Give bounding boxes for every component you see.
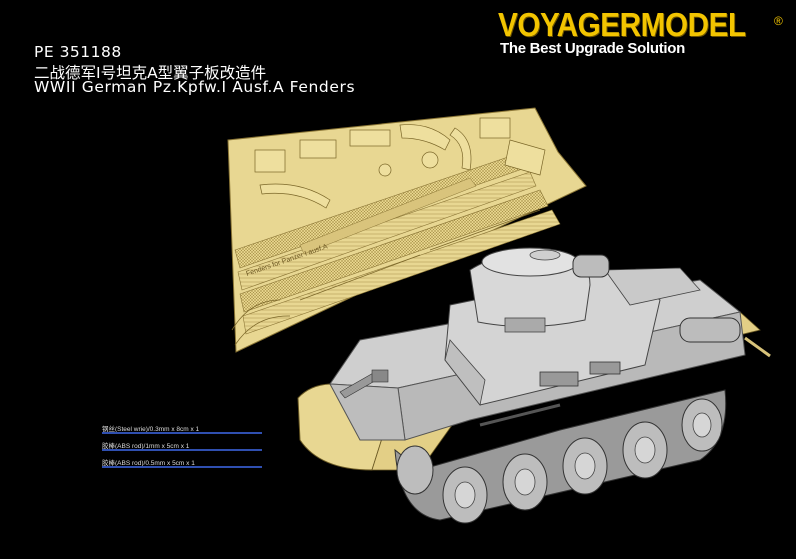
brand-slogan: The Best Upgrade Solution bbox=[500, 40, 686, 57]
tow-cable bbox=[479, 403, 561, 427]
fret-part bbox=[349, 129, 391, 147]
drive-sprocket bbox=[396, 445, 434, 495]
brand-logo: VOYAGERMODEL ® The Best Upgrade Solution bbox=[498, 6, 790, 62]
muffler bbox=[572, 254, 610, 278]
spec-bar bbox=[102, 466, 262, 468]
rear-bracket bbox=[744, 336, 771, 358]
spec-bar bbox=[102, 432, 262, 434]
spec-text: 胶棒(ABS rod)/1mm x 5cm x 1 bbox=[102, 443, 190, 450]
fret-part bbox=[378, 163, 392, 177]
wheel-hub bbox=[634, 436, 656, 464]
fret-fender-strip bbox=[242, 209, 561, 335]
fret-fender-strip bbox=[299, 177, 477, 255]
fret-part bbox=[421, 151, 439, 169]
wheel-hub bbox=[514, 468, 536, 496]
fret-part bbox=[234, 315, 291, 346]
fret-part bbox=[231, 299, 281, 331]
spec-item: 钢丝(Steel wrie)/0.3mm x 8cm x 1 bbox=[102, 423, 262, 434]
tank-model bbox=[297, 247, 771, 524]
fret-part bbox=[449, 127, 472, 171]
product-title-cn: 二战德军I号坦克A型翼子板改造件 bbox=[34, 64, 267, 82]
product-code: PE 351188 bbox=[34, 43, 122, 61]
wheel-hub bbox=[692, 412, 712, 438]
registered-mark: ® bbox=[774, 14, 783, 28]
fret-part bbox=[399, 124, 451, 151]
fret-part bbox=[299, 139, 337, 159]
spec-text: 钢丝(Steel wrie)/0.3mm x 8cm x 1 bbox=[102, 426, 200, 433]
superstructure-side bbox=[444, 339, 486, 406]
fret-fender-strip bbox=[237, 171, 537, 291]
fret-part bbox=[254, 149, 286, 173]
photo-etch-fret: Fenders for Panzer I ausf.A bbox=[227, 107, 587, 353]
wheel-hub bbox=[454, 481, 476, 509]
spec-bar bbox=[102, 449, 262, 451]
fret-part bbox=[479, 117, 511, 139]
spec-item: 胶棒(ABS rod)/0.5mm x 5cm x 1 bbox=[102, 457, 262, 468]
hatch bbox=[529, 249, 561, 261]
muffler bbox=[679, 317, 741, 343]
mantlet bbox=[504, 317, 546, 333]
spec-text: 胶棒(ABS rod)/0.5mm x 5cm x 1 bbox=[102, 460, 195, 467]
vision-port bbox=[589, 361, 621, 375]
brand-name: VOYAGERMODEL bbox=[498, 6, 746, 43]
vision-port bbox=[539, 371, 579, 387]
fret-fender-strip bbox=[239, 189, 549, 313]
product-title-en: WWII German Pz.Kpfw.I Ausf.A Fenders bbox=[34, 78, 356, 96]
headlight bbox=[371, 369, 389, 383]
fret-part bbox=[504, 139, 546, 176]
turret-roof bbox=[481, 247, 579, 277]
fret-part bbox=[429, 209, 541, 251]
fret-part bbox=[259, 183, 331, 209]
fret-part bbox=[299, 254, 421, 301]
spec-item: 胶棒(ABS rod)/1mm x 5cm x 1 bbox=[102, 440, 262, 451]
hull-front bbox=[329, 383, 406, 441]
wheel-hub bbox=[574, 452, 596, 480]
engine-deck bbox=[604, 267, 701, 306]
